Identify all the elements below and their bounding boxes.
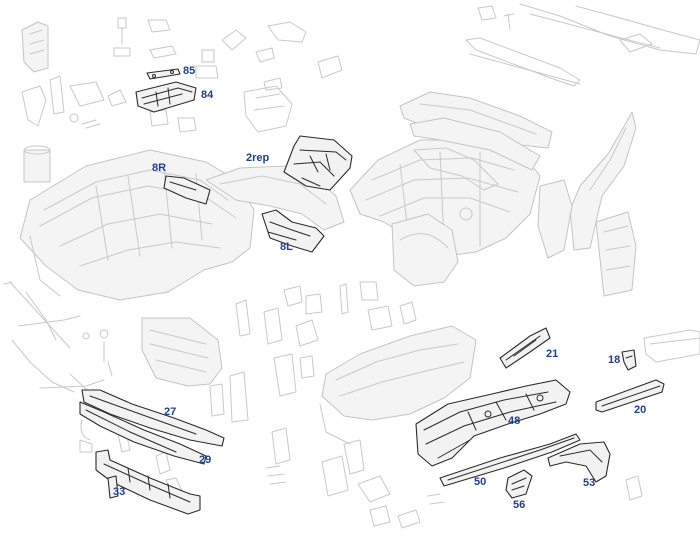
part-2rep[interactable] [283,135,353,191]
callout-84[interactable]: 84 [201,89,214,101]
part-8R[interactable] [163,175,211,205]
part-18[interactable] [621,349,637,371]
callout-18[interactable]: 18 [608,354,621,366]
part-84[interactable] [135,81,197,113]
part-50[interactable] [439,433,581,487]
callout-53[interactable]: 53 [583,477,596,489]
part-20[interactable] [595,379,665,413]
callout-20[interactable]: 20 [634,404,647,416]
callout-33[interactable]: 33 [113,486,126,498]
callout-27[interactable]: 27 [164,406,177,418]
part-85[interactable] [146,68,181,80]
part-21[interactable] [499,327,551,369]
callout-2rep[interactable]: 2rep [246,152,270,164]
callout-8L[interactable]: 8L [280,241,293,253]
part-29[interactable] [79,401,207,465]
part-27[interactable] [81,389,225,447]
part-33[interactable] [95,449,201,515]
callout-29[interactable]: 29 [199,454,212,466]
callout-21[interactable]: 21 [546,348,559,360]
callout-48[interactable]: 48 [508,415,521,427]
part-53[interactable] [547,441,611,483]
callout-50[interactable]: 50 [474,476,487,488]
callout-56[interactable]: 56 [513,499,526,511]
callout-8R[interactable]: 8R [152,162,167,174]
part-56[interactable] [505,469,533,499]
part-8L[interactable] [261,209,325,253]
part-48[interactable] [415,379,571,467]
callout-85[interactable]: 85 [183,65,196,77]
